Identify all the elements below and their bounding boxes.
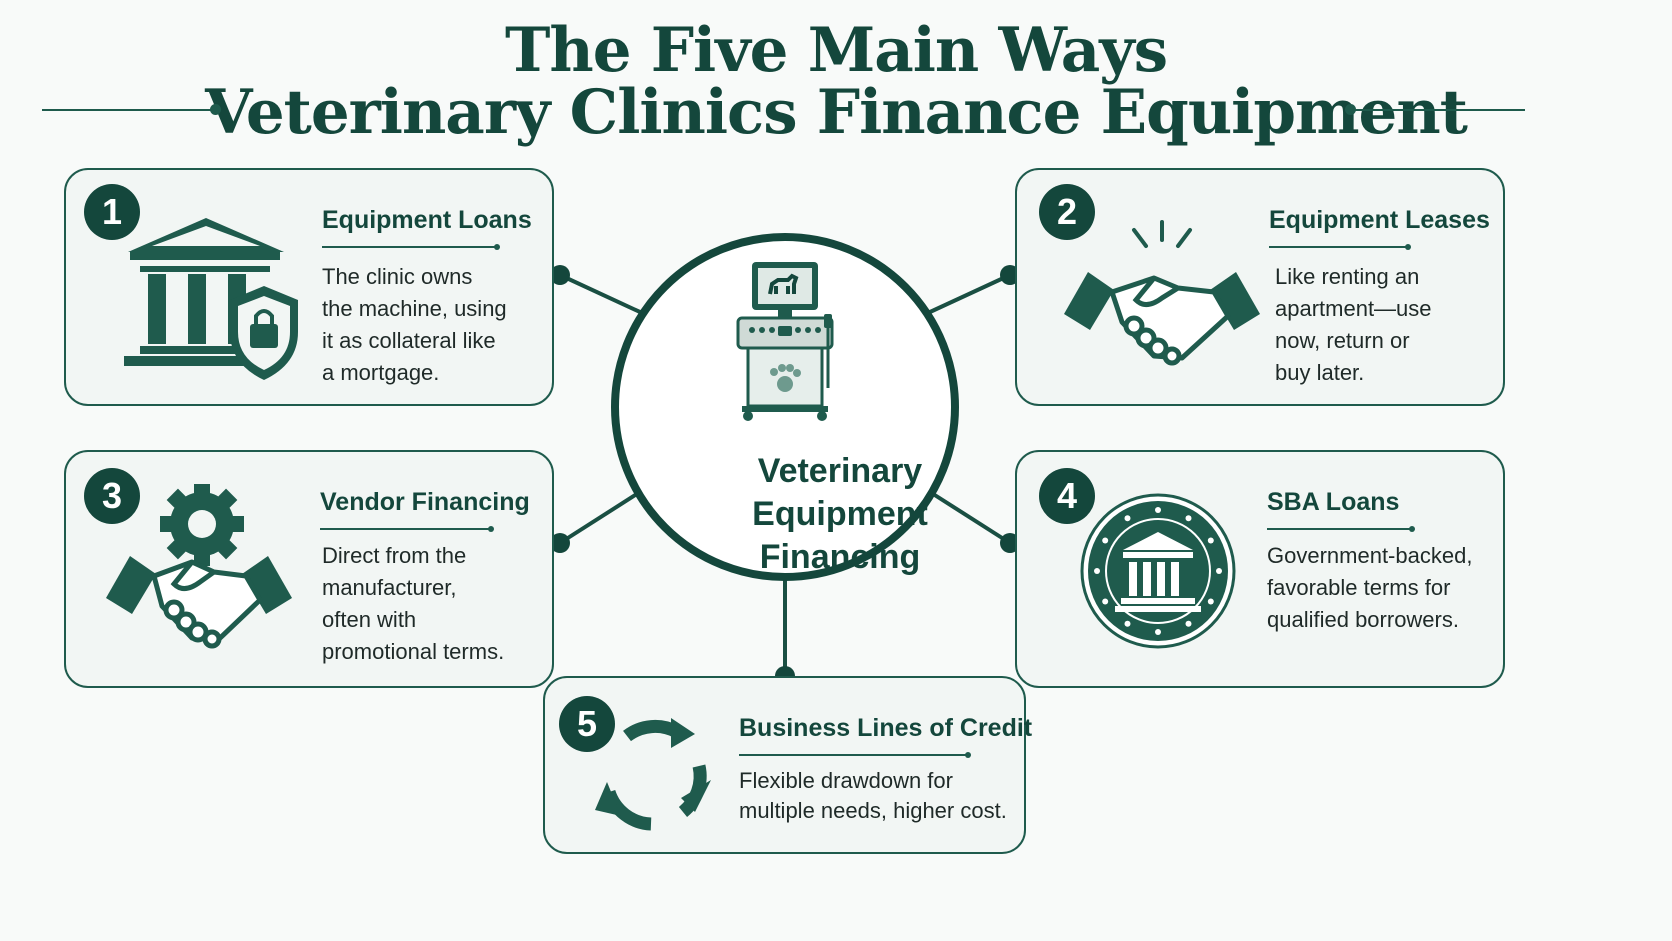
card-equipment-leases: 2 Equipment Leases Like renting an apart… [1015,168,1505,406]
seal-star-icon [1216,568,1222,574]
seal-star-icon [1207,537,1214,544]
title-rule-left [42,109,212,111]
card-title: Vendor Financing [320,488,530,516]
card-title: Business Lines of Credit [739,714,1033,742]
seal-star-icon [1155,507,1161,513]
card-title-underline [739,752,971,758]
government-seal-icon [1080,493,1236,649]
seal-star-icon [1124,515,1131,522]
title-rule-right-dot [1345,104,1356,115]
card-number: 2 [1039,184,1095,240]
card-title: SBA Loans [1267,488,1400,516]
card-title-underline [322,244,500,250]
page-title-line-2: Veterinary Clinics Finance Equipment [205,77,1468,148]
card-title-underline [320,526,494,532]
card-business-lines-of-credit: 5 Business Lines of Credit Flexible draw… [543,676,1032,854]
card-number: 4 [1039,468,1095,524]
seal-star-icon [1155,629,1161,635]
page-title-line-1: The Five Main Ways [504,15,1168,86]
seal-star-icon [1102,537,1109,544]
ultrasound-machine-icon [736,262,834,421]
card-description: Flexible drawdown for multiple needs, hi… [739,768,1007,823]
circular-arrows-icon [595,718,711,831]
card-equipment-loans: 1 Equipment Loans The clinic owns the ma… [64,168,554,406]
seal-star-icon [1207,598,1214,605]
card-description: Direct from the manufacturer, often with… [322,543,505,664]
card-number: 5 [559,696,615,752]
card-title: Equipment Leases [1269,206,1490,234]
handshake-icon [1064,220,1260,366]
seal-star-icon [1094,568,1100,574]
card-number: 1 [84,184,140,240]
title-rule-right [1355,109,1525,111]
seal-star-icon [1185,620,1192,627]
seal-star-icon [1124,620,1131,627]
gear-handshake-icon [106,484,292,649]
card-description: Government-backed, favorable terms for q… [1267,543,1473,632]
card-vendor-financing: 3 Vendor Financing Direct from the manuf… [64,450,554,688]
card-number: 3 [84,468,140,524]
seal-star-icon [1185,515,1192,522]
card-description: The clinic owns the machine, using it as… [322,264,507,385]
card-title-underline [1267,526,1415,532]
card-title: Equipment Loans [322,206,532,234]
card-description: Like renting an apartment—use now, retur… [1275,264,1432,385]
card-sba-loans: 4 SBA Loans Government-backed, favorable… [1015,450,1505,688]
center-label: Veterinary Equipment Financing [752,452,928,576]
bank-with-lock-shield-icon [124,218,298,380]
title-rule-left-dot [210,104,221,115]
card-title-underline [1269,244,1411,250]
seal-star-icon [1102,598,1109,605]
